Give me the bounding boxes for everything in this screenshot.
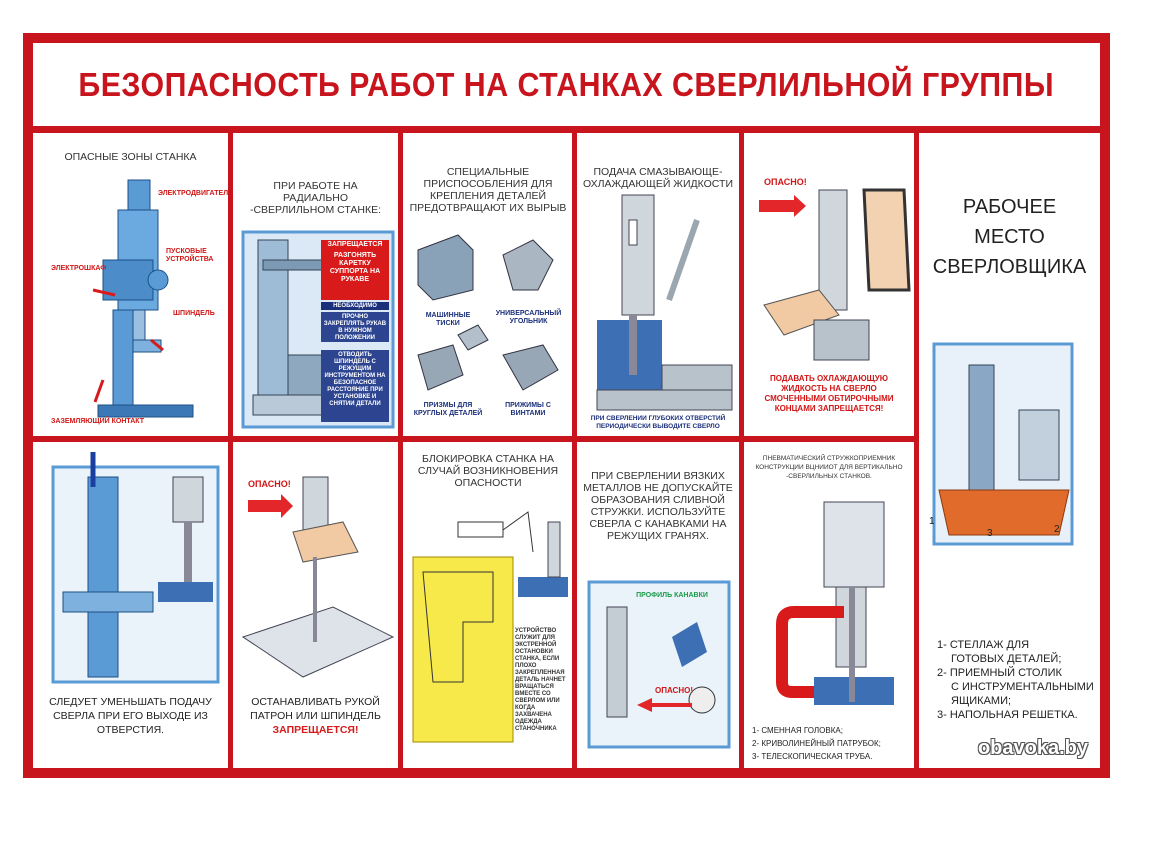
panel-feed-reduction: СЛЕДУЕТ УМЕНЬШАТЬ ПОДАЧУ СВЕРЛА ПРИ ЕГО … — [33, 442, 228, 768]
panel-chip-breaking: ПРИ СВЕРЛЕНИИ ВЯЗКИХ МЕТАЛЛОВ НЕ ДОПУСКА… — [577, 442, 739, 768]
legend-line: 3- ТЕЛЕСКОПИЧЕСКАЯ ТРУБА. — [752, 752, 873, 761]
panel-caption: СЛЕДУЕТ УМЕНЬШАТЬ ПОДАЧУ СВЕРЛА ПРИ ЕГО … — [49, 696, 212, 736]
panel-caption: БЛОКИРОВКА СТАНКА НА СЛУЧАЙ ВОЗНИКНОВЕНИ… — [417, 453, 559, 489]
poster-title-text: БЕЗОПАСНОСТЬ РАБОТ НА СТАНКАХ СВЕРЛИЛЬНО… — [78, 65, 1055, 103]
legend-line: 3- НАПОЛЬНАЯ РЕШЕТКА. — [937, 709, 1078, 721]
panel-caption: ПРИ СВЕРЛЕНИИ ВЯЗКИХ МЕТАЛЛОВ НЕ ДОПУСКА… — [583, 470, 733, 542]
workplace-heading-line: РАБОЧЕЕ — [962, 196, 1057, 218]
divider — [914, 133, 919, 768]
panel-stop-by-hand: ОПАСНО! ОСТАНАВЛИВАТЬ РУКОЙ ПАТРОН ИЛИ Ш… — [233, 442, 398, 768]
panel-fixtures: СПЕЦИАЛЬНЫЕ ПРИСПОСОБЛЕНИЯ ДЛЯ КРЕПЛЕНИЯ… — [403, 140, 572, 436]
number-1: 1 — [929, 516, 935, 527]
label-v-blocks: ПРИЗМЫ ДЛЯ КРУГЛЫХ ДЕТАЛЕЙ — [413, 402, 483, 417]
coolant-illustration — [596, 194, 733, 411]
panel-chip-collector: ПНЕВМАТИЧЕСКИЙ СТРУЖКОПРИЕМНИК КОНСТРУКЦ… — [744, 442, 914, 768]
collector-legend: 1- СМЕННАЯ ГОЛОВКА; 2- КРИВОЛИНЕЙНЫЙ ПАТ… — [752, 724, 881, 763]
deep-hole-note: ПРИ СВЕРЛЕНИИ ГЛУБОКИХ ОТВЕРСТИЙ ПЕРИОДИ… — [590, 415, 726, 430]
label-clamps: ПРИЖИМЫ С ВИНТАМИ — [505, 402, 551, 417]
number-3: 3 — [987, 528, 993, 539]
label-start-devices: ПУСКОВЫЕ УСТРОЙСТВА — [166, 248, 214, 263]
panel-caption: ПОДАЧА СМАЗЫВАЮЩЕ-ОХЛАЖДАЮЩЕЙ ЖИДКОСТИ — [582, 166, 734, 190]
workplace-heading: РАБОЧЕЕ МЕСТО СВЕРЛОВЩИКА — [919, 192, 1100, 282]
panel-emergency-lock: БЛОКИРОВКА СТАНКА НА СЛУЧАЙ ВОЗНИКНОВЕНИ… — [403, 442, 572, 768]
panel-workplace: РАБОЧЕЕ МЕСТО СВЕРЛОВЩИКА 1 2 3 1- СТЕЛЛ… — [919, 140, 1100, 768]
required-text: ПРОЧНО ЗАКРЕПЛЯТЬ РУКАВ В НУЖНОМ ПОЛОЖЕН… — [323, 314, 387, 341]
number-2: 2 — [1054, 524, 1060, 535]
panel-caption: ОСТАНАВЛИВАТЬ РУКОЙ ПАТРОН ИЛИ ШПИНДЕЛЬ — [250, 696, 381, 722]
divider — [739, 133, 744, 768]
chip-collector-illustration — [776, 501, 894, 705]
divider — [33, 436, 917, 442]
panel-coolant: ПОДАЧА СМАЗЫВАЮЩЕ-ОХЛАЖДАЮЩЕЙ ЖИДКОСТИ П… — [577, 140, 739, 436]
legend-line: ГОТОВЫХ ДЕТАЛЕЙ; — [951, 653, 1062, 665]
lock-note: УСТРОЙСТВО СЛУЖИТ ДЛЯ ЭКСТРЕННОЙ ОСТАНОВ… — [515, 628, 566, 732]
poster-inner: БЕЗОПАСНОСТЬ РАБОТ НА СТАНКАХ СВЕРЛИЛЬНО… — [33, 43, 1100, 768]
legend-line: 2- ПРИЕМНЫЙ СТОЛИК — [937, 667, 1062, 679]
panel-caption: ПРИ РАБОТЕ НА РАДИАЛЬНО -СВЕРЛИЛЬНОМ СТА… — [249, 180, 382, 216]
stop-by-hand-illustration — [241, 476, 395, 678]
poster-title: БЕЗОПАСНОСТЬ РАБОТ НА СТАНКАХ СВЕРЛИЛЬНО… — [33, 43, 1100, 133]
label-spindle: ШПИНДЕЛЬ — [173, 310, 215, 317]
panel-danger-zones: ОПАСНЫЕ ЗОНЫ СТАНКА ЭЛЕКТРОДВИГАТЕЛЬ ПУС… — [33, 140, 228, 436]
workplace-heading-line: МЕСТО — [974, 226, 1045, 248]
workplace-illustration — [932, 342, 1074, 546]
workplace-heading-line: СВЕРЛОВЩИКА — [932, 256, 1087, 278]
label-ground: ЗАЗЕМЛЯЮЩИЙ КОНТАКТ — [51, 418, 145, 425]
coolant-rag-warning: ПОДАВАТЬ ОХЛАЖДАЮЩУЮ ЖИДКОСТЬ НА СВЕРЛО … — [764, 374, 894, 413]
legend-line: С ИНСТРУМЕНТАЛЬНЫМИ — [951, 681, 1094, 693]
panel-caption: ПНЕВМАТИЧЕСКИЙ СТРУЖКОПРИЕМНИК КОНСТРУКЦ… — [755, 455, 903, 480]
note-text: ОТВОДИТЬ ШПИНДЕЛЬ С РЕЖУЩИМ ИНСТРУМЕНТОМ… — [324, 352, 386, 407]
radial-drill-illustration — [241, 230, 395, 429]
legend-line: 2- КРИВОЛИНЕЙНЫЙ ПАТРУБОК; — [752, 739, 881, 748]
rag-danger-illustration — [759, 188, 911, 361]
danger-label: ОПАСНО! — [764, 177, 807, 187]
poster-frame: БЕЗОПАСНОСТЬ РАБОТ НА СТАНКАХ СВЕРЛИЛЬНО… — [23, 33, 1110, 778]
fixtures-illustration — [417, 234, 559, 391]
panel-caption: СПЕЦИАЛЬНЫЕ ПРИСПОСОБЛЕНИЯ ДЛЯ КРЕПЛЕНИЯ… — [409, 166, 567, 214]
divider — [572, 133, 577, 768]
drill-press-illustration — [92, 179, 194, 418]
watermark: obavoka.by — [977, 737, 1088, 759]
forbidden-title: Запрещается — [327, 241, 383, 248]
legend-line: 1- СТЕЛЛАЖ ДЛЯ — [937, 639, 1030, 651]
panel-rag-danger: ОПАСНО! ПОДАВАТЬ ОХЛАЖДАЮЩУЮ ЖИДКОСТЬ НА… — [744, 140, 914, 436]
label-motor: ЭЛЕКТРОДВИГАТЕЛЬ — [158, 190, 228, 197]
label-angle-plate: УНИВЕРСАЛЬНЫЙ УГОЛЬНИК — [495, 310, 562, 325]
panel-caption: ОПАСНЫЕ ЗОНЫ СТАНКА — [64, 151, 197, 163]
emergency-lock-illustration — [412, 511, 568, 743]
danger-label: ОПАСНО! — [655, 686, 693, 695]
feed-reduction-illustration — [51, 452, 220, 684]
label-vise: МАШИННЫЕ ТИСКИ — [425, 312, 471, 327]
legend-line: ЯЩИКАМИ; — [951, 695, 1012, 707]
label-cabinet: ЭЛЕКТРОШКАФ — [51, 265, 107, 272]
divider — [398, 133, 403, 768]
workplace-legend: 1- СТЕЛЛАЖ ДЛЯ ГОТОВЫХ ДЕТАЛЕЙ; 2- ПРИЕМ… — [937, 638, 1094, 722]
panel-radial-drill: ПРИ РАБОТЕ НА РАДИАЛЬНО -СВЕРЛИЛЬНОМ СТА… — [233, 140, 398, 436]
required-title: НЕОБХОДИМО — [333, 303, 377, 309]
danger-label: ОПАСНО! — [248, 479, 291, 489]
profile-label: ПРОФИЛЬ КАНАВКИ — [636, 592, 708, 599]
divider — [228, 133, 233, 768]
chip-breaking-illustration — [587, 580, 731, 749]
forbidden-text: РАЗГОНЯТЬ КАРЕТКУ СУППОРТА НА РУКАВЕ — [329, 252, 381, 283]
legend-line: 1- СМЕННАЯ ГОЛОВКА; — [752, 726, 843, 735]
forbidden-label: ЗАПРЕЩАЕТСЯ! — [272, 724, 359, 736]
